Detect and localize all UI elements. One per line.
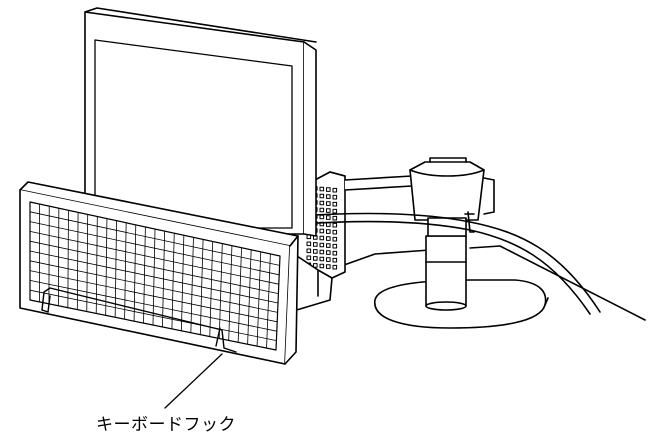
callout-leader-line: [165, 354, 222, 408]
perforation-hole: [314, 250, 318, 254]
perforation-hole: [307, 256, 311, 260]
perforation-hole: [320, 264, 324, 268]
perforation-hole: [307, 249, 311, 253]
arm-bar: [345, 176, 412, 190]
perforation-hole: [307, 242, 311, 246]
callout-label-keyboard-hook: キーボードフック: [96, 410, 236, 435]
perforation-hole: [320, 257, 324, 261]
perforation-hole: [314, 243, 318, 247]
perforation-hole: [314, 257, 318, 261]
pole-base: [375, 236, 548, 328]
monitor-screen: [95, 40, 292, 228]
